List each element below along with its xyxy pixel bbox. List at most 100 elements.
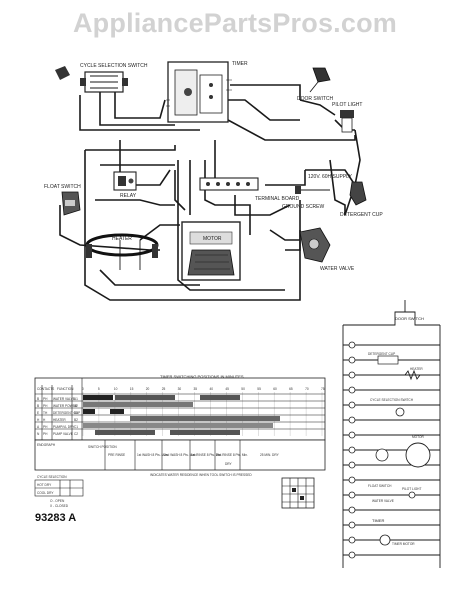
timer: TIMER [166, 61, 248, 123]
heater-symbol [404, 369, 421, 381]
row-contacts: B [37, 397, 39, 401]
ground-screw-icon [295, 186, 301, 194]
minute-tick-label: 15 [130, 387, 134, 391]
cycle-label: PRE RINSE [108, 453, 125, 457]
minute-tick-label: 65 [289, 387, 293, 391]
row-num: PH [43, 432, 48, 436]
chart-header: TIMER SWITCHING POSITIONS IN MINUTES [160, 374, 244, 379]
minute-tick-label: 20 [146, 387, 150, 391]
minute-tick-label: 30 [178, 387, 182, 391]
sch-detergent-cup: DETERGENT CUP [368, 352, 395, 356]
label-float-switch: FLOAT SWITCH [44, 184, 81, 190]
door-switch: DOOR SWITCH [297, 67, 333, 102]
detergent-cup-symbol [377, 355, 399, 365]
row-function: PUMP/VL DRY [53, 425, 75, 429]
pilot-light-symbol [408, 491, 416, 499]
minute-tick-label: 45 [225, 387, 229, 391]
label-door-switch: DOOR SWITCH [297, 96, 333, 102]
row-code: C1 [74, 425, 78, 429]
cycle-label: 1st WASH 8 Pts. Max. [137, 453, 169, 457]
row-contacts: H [37, 418, 40, 422]
label-supply: 120V. 60H SUPPLY [308, 174, 353, 180]
label-pilot-light: PILOT LIGHT [332, 102, 362, 108]
row-function: DETERGENT CUP [53, 411, 80, 415]
row-function: WATER POWER [53, 404, 78, 408]
minute-tick-label: 5 [98, 387, 100, 391]
label-cycle-selection-switch: CYCLE SELECTION SWITCH [80, 63, 148, 69]
minute-tick-label: 55 [257, 387, 261, 391]
row-code: B1 [74, 411, 78, 415]
sch-cycle-selection-switch: CYCLE SELECTION SWITCH [370, 398, 414, 402]
row-contacts: N [37, 432, 40, 436]
minute-tick-label: 60 [273, 387, 277, 391]
motor-symbol [405, 442, 431, 468]
minute-tick-label: 50 [241, 387, 245, 391]
row-num: H [43, 418, 46, 422]
row-code: A1 [74, 397, 78, 401]
switch-position-label: SWITCH POSITION [88, 445, 117, 449]
cycle-label: DRY [225, 462, 233, 466]
label-timer: TIMER [232, 61, 248, 67]
row-code: B2 [74, 418, 78, 422]
row-code: C2 [74, 432, 78, 436]
row-contacts: B [37, 404, 39, 408]
legend-item: X - CLOSED [50, 504, 69, 508]
cycle-selection-title: CYCLE SELECTION [37, 475, 67, 479]
minute-tick-label: 70 [305, 387, 309, 391]
footnote: INDICATES WATER RESIDENCE WHEN TOOL SWIT… [150, 473, 252, 477]
row-num: PH [43, 425, 48, 429]
detergent-cup: DETERGENT CUP [340, 181, 383, 218]
endgraph-label: ENDGRAPH [37, 443, 56, 447]
label-ground-screw: GROUND SCREW [282, 204, 325, 210]
sch-motor: MOTOR [412, 435, 425, 439]
pictorial-diagram: CYCLE SELECTION SWITCH TIMER DOOR SWITCH… [44, 61, 383, 301]
schematic-nodes [348, 341, 356, 559]
minute-tick-label: 10 [114, 387, 118, 391]
row-function: PUMP VALVE [53, 432, 73, 436]
watermark-text: AppliancePartsPros.com [72, 8, 397, 38]
timer-motor-symbol [379, 534, 391, 546]
sch-water-valve: WATER VALVE [372, 499, 394, 503]
chart-grid [35, 378, 325, 440]
part-number: 93283 A [35, 512, 76, 524]
sch-door-switch: DOOR SWITCH [395, 316, 424, 321]
row-num: TH [43, 411, 48, 415]
minute-tick-label: 40 [210, 387, 214, 391]
col-contacts: CONTACTS [37, 387, 54, 391]
cycle-label: 25 MIN. DRY [260, 453, 280, 457]
heater: HEATER [85, 233, 159, 258]
cycle-sel-row: HOT DRY [37, 483, 52, 487]
sch-float-switch: FLOAT SWITCH [368, 484, 392, 488]
sch-pilot-light: PILOT LIGHT [402, 487, 421, 491]
cycle-sel-row: COOL DRY [37, 491, 54, 495]
row-contacts: A [37, 425, 40, 429]
row-function: HEATER [53, 418, 66, 422]
timer-dial-icon [281, 477, 315, 509]
water-valve: WATER VALVE [299, 227, 355, 272]
minute-tick-label: 75 [321, 387, 325, 391]
legend-item: O - OPEN [50, 499, 65, 503]
col-function: FUNCTION [57, 387, 74, 391]
connector-icon [55, 66, 70, 80]
cycle-label: 2nd RINSE 8 Pts. Min. [216, 453, 248, 457]
sch-timer-motor: TIMER MOTOR [392, 542, 415, 546]
label-motor: MOTOR [203, 236, 222, 242]
float-switch: FLOAT SWITCH [44, 184, 81, 216]
relay: RELAY [113, 171, 137, 199]
minute-tick-label: 25 [162, 387, 166, 391]
pilot-light: PILOT LIGHT [332, 102, 362, 133]
row-function: WATER VALVE [53, 397, 75, 401]
row-num: PH [43, 404, 48, 408]
cycle-selection-switch: CYCLE SELECTION SWITCH [80, 63, 148, 93]
minute-tick-label: 35 [194, 387, 198, 391]
ladder-schematic: DOOR SWITCH DETERGENT CUP HEATER CYCLE S… [342, 300, 441, 568]
motor: MOTOR [181, 221, 241, 281]
chart-rows: B PH WATER VALVE A1 B PH WATER POWER A2 … [37, 397, 80, 436]
row-code: A2 [74, 404, 78, 408]
sch-heater: HEATER [410, 367, 423, 371]
label-terminal-board: TERMINAL BOARD [255, 196, 300, 202]
minute-tick-label: 0 [82, 387, 84, 391]
row-num: PH [43, 397, 48, 401]
label-detergent-cup: DETERGENT CUP [340, 212, 383, 218]
